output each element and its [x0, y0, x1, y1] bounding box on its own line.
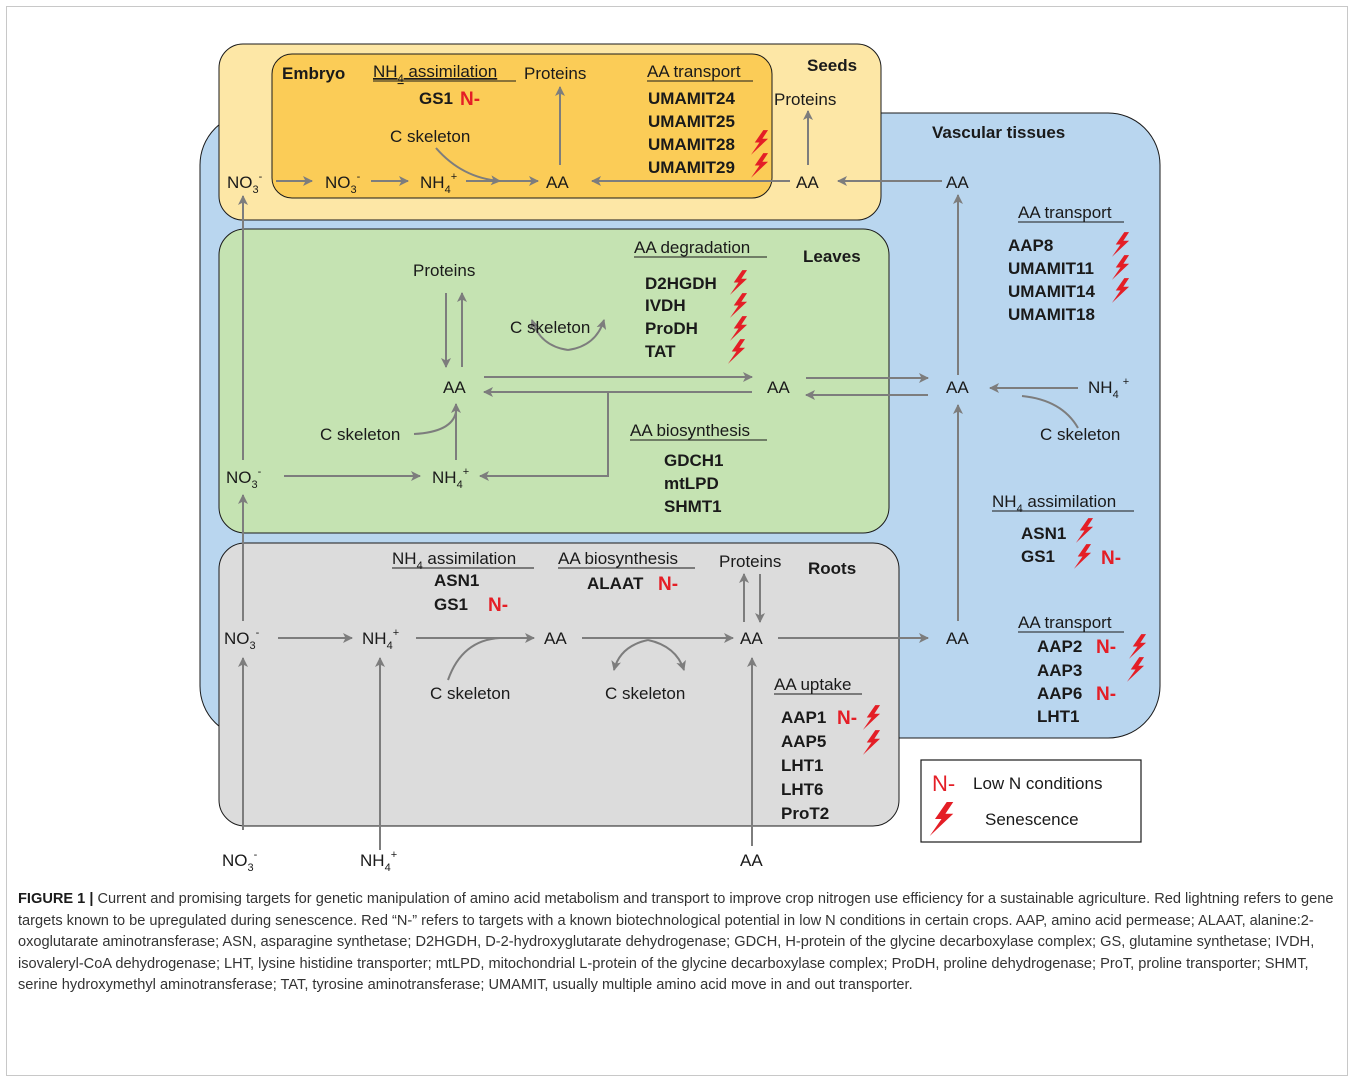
arrow-vasc-cskel-aa: [1021, 395, 1079, 429]
legend: N- Low N conditions Senescence: [920, 759, 1142, 843]
header-aa-degradation: AA degradation: [634, 238, 750, 257]
node-aa: AA: [946, 629, 969, 648]
gene-mtlpd: mtLPD: [664, 474, 719, 493]
pathway-diagram: Seeds Embryo Vascular tissues Leaves Roo…: [199, 43, 1161, 874]
gene-gs1: GS1: [434, 595, 468, 614]
gene-asn1: ASN1: [1021, 524, 1066, 543]
arrow-leaf-cskel-aa: [413, 411, 457, 435]
low-n-marker: N-: [460, 89, 480, 110]
caption-text: Current and promising targets for geneti…: [18, 891, 1334, 994]
gene-lht6: LHT6: [781, 780, 824, 799]
gene-umamit11: UMAMIT11: [1008, 259, 1094, 278]
embryo-box: [271, 53, 773, 199]
gene-alaat: ALAAT: [587, 574, 644, 593]
node-aa: AA: [443, 378, 466, 397]
node-proteins: Proteins: [774, 90, 836, 109]
node-proteins: Proteins: [719, 552, 781, 571]
gene-aap3: AAP3: [1037, 661, 1082, 680]
header-aa-biosynthesis: AA biosynthesis: [630, 421, 750, 440]
gene-shmt1: SHMT1: [664, 497, 722, 516]
node-aa: AA: [796, 173, 819, 192]
gene-ivdh: IVDH: [645, 296, 686, 315]
figure-label: FIGURE 1 |: [18, 891, 94, 907]
gene-asn1: ASN1: [434, 571, 479, 590]
node-aa: AA: [946, 173, 969, 192]
header-nh4-assimilation: NH4 assimilation: [373, 62, 497, 85]
node-no3: NO3-: [222, 849, 258, 874]
node-c-skeleton: C skeleton: [510, 318, 590, 337]
gene-umamit25: UMAMIT25: [648, 112, 735, 131]
low-n-marker: N-: [1096, 684, 1116, 705]
figure-caption: FIGURE 1 | Current and promising targets…: [18, 889, 1334, 997]
legend-box: [920, 759, 1142, 843]
low-n-marker: N-: [837, 708, 857, 729]
node-c-skeleton: C skeleton: [430, 684, 510, 703]
node-nh4: NH4+: [360, 849, 397, 874]
gene-umamit28: UMAMIT28: [648, 135, 735, 154]
arrow-root-cskel-in: [447, 637, 501, 681]
arrow-root-cskel-loop-left: [611, 639, 649, 671]
node-no3: NO3-: [226, 466, 262, 491]
leaves-box: [218, 228, 890, 534]
arrow-cskel-embryo: [435, 147, 501, 186]
gene-umamit29: UMAMIT29: [648, 158, 735, 177]
node-aa: AA: [740, 629, 763, 648]
gene-lht1: LHT1: [1037, 707, 1080, 726]
low-n-marker: N-: [1096, 637, 1116, 658]
gene-prodh: ProDH: [645, 319, 698, 338]
seeds-title: Seeds: [807, 56, 857, 75]
low-n-marker: N-: [658, 574, 678, 595]
legend-senescence-label: Senescence: [985, 810, 1079, 829]
node-aa: AA: [546, 173, 569, 192]
gene-tat: TAT: [645, 342, 676, 361]
leaves-title: Leaves: [803, 247, 861, 266]
gene-gs1: GS1: [1021, 547, 1055, 566]
low-n-marker: N-: [1101, 548, 1121, 569]
header-aa-biosynthesis: AA biosynthesis: [558, 549, 678, 568]
header-aa-uptake: AA uptake: [774, 675, 852, 694]
gene-gs1: GS1: [419, 89, 453, 108]
header-nh4-assimilation: NH4 assimilation: [992, 492, 1116, 515]
legend-low-n-label: Low N conditions: [973, 774, 1102, 793]
node-proteins: Proteins: [413, 261, 475, 280]
legend-low-n-symbol: N-: [932, 771, 955, 796]
roots-title: Roots: [808, 559, 856, 578]
node-aa: AA: [767, 378, 790, 397]
gene-aap8: AAP8: [1008, 236, 1053, 255]
gene-lht1: LHT1: [781, 756, 824, 775]
gene-umamit24: UMAMIT24: [648, 89, 735, 108]
node-c-skeleton: C skeleton: [1040, 425, 1120, 444]
node-aa: AA: [946, 378, 969, 397]
header-nh4-assimilation: NH4 assimilation: [392, 549, 516, 572]
vascular-title: Vascular tissues: [932, 123, 1065, 142]
gene-aap6: AAP6: [1037, 684, 1082, 703]
header-aa-transport: AA transport: [1018, 613, 1112, 632]
gene-d2hgdh: D2HGDH: [645, 274, 717, 293]
arrow-leaf-cskel-loop-right: [567, 319, 607, 351]
header-aa-transport: AA transport: [1018, 203, 1112, 222]
gene-umamit18: UMAMIT18: [1008, 305, 1095, 324]
roots-box: [218, 542, 900, 827]
header-aa-transport: AA transport: [647, 62, 741, 81]
embryo-title: Embryo: [282, 64, 345, 83]
node-aa: AA: [544, 629, 567, 648]
figure-frame: [6, 6, 1348, 1076]
node-c-skeleton: C skeleton: [390, 127, 470, 146]
gene-gdch1: GDCH1: [664, 451, 724, 470]
node-aa: AA: [740, 851, 763, 870]
node-c-skeleton: C skeleton: [320, 425, 400, 444]
node-proteins: Proteins: [524, 64, 586, 83]
low-n-marker: N-: [488, 595, 508, 616]
gene-umamit14: UMAMIT14: [1008, 282, 1095, 301]
node-c-skeleton: C skeleton: [605, 684, 685, 703]
gene-prot2: ProT2: [781, 804, 829, 823]
arrow-leaf-recycle-nh4: [479, 392, 609, 481]
gene-aap1: AAP1: [781, 708, 826, 727]
gene-aap5: AAP5: [781, 732, 826, 751]
gene-aap2: AAP2: [1037, 637, 1082, 656]
arrow-root-cskel-loop-right: [647, 639, 686, 671]
arrow-leaf-cskel-loop-left: [529, 319, 569, 351]
